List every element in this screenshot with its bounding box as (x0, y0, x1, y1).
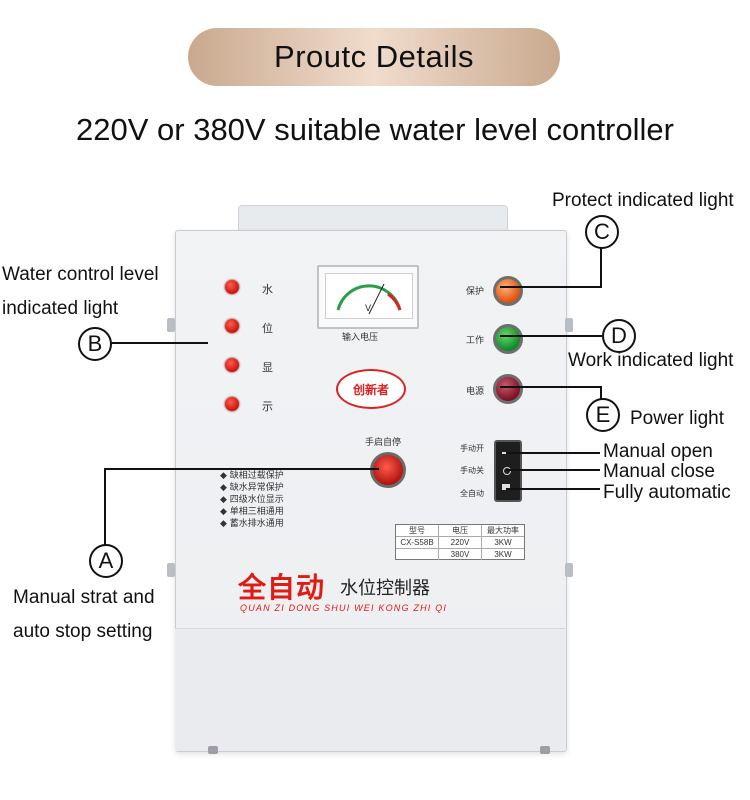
callout-circle-a: A (89, 544, 123, 578)
side-bolt (565, 318, 573, 332)
subtitle: 220V or 380V suitable water level contro… (76, 112, 674, 147)
work-lamp (493, 324, 523, 354)
level-led-4 (225, 397, 239, 411)
manual-start-label-2: auto stop setting (13, 621, 153, 642)
foot (208, 746, 218, 754)
callout-line-c-h (500, 286, 602, 288)
feature-list: ◆ 缺相过载保护 ◆ 缺水异常保护 ◆ 四级水位显示 ◆ 单相三相通用 ◆ 蓄水… (220, 470, 284, 530)
callout-line-d (500, 335, 602, 337)
header-pill: Proutc Details (188, 28, 560, 86)
callout-circle-e: E (586, 398, 620, 432)
voltmeter: V (317, 265, 419, 329)
voltmeter-caption: 输入电压 (342, 333, 379, 343)
feature-item: ◆ 四级水位显示 (220, 495, 284, 505)
switch-label-open: 手动开 (460, 444, 484, 453)
controller-lower-panel (175, 628, 565, 751)
callout-line-switch-close (506, 469, 600, 471)
callout-line-e-v (600, 386, 602, 402)
header-title: Proutc Details (274, 39, 474, 74)
work-light-label: Work indicated light (568, 350, 734, 371)
level-char: 示 (262, 400, 273, 413)
manual-start-label-1: Manual strat and (13, 587, 155, 608)
protect-lamp-label: 保护 (466, 287, 485, 297)
voltmeter-unit: V (365, 304, 372, 314)
manual-start-button[interactable] (370, 452, 406, 488)
spec-header-row: 型号电压最大功率 (396, 525, 524, 537)
side-bolt (167, 563, 175, 577)
side-bolt (167, 318, 175, 332)
power-light-label: Power light (630, 408, 724, 429)
level-led-2 (225, 319, 239, 333)
side-bolt (565, 563, 573, 577)
fully-automatic-label: Fully automatic (603, 482, 731, 503)
voltmeter-face: V (325, 273, 413, 319)
feature-item: ◆ 蓄水排水通用 (220, 519, 284, 529)
feature-item: ◆ 单相三相通用 (220, 507, 284, 517)
manual-close-label: Manual close (603, 461, 715, 482)
level-led-3 (225, 358, 239, 372)
brand-logo: 创新者 (336, 369, 406, 409)
level-char: 位 (262, 322, 273, 335)
manual-open-label: Manual open (603, 441, 713, 462)
voltmeter-dial-icon (336, 283, 402, 315)
feature-item: ◆ 缺水异常保护 (220, 483, 284, 493)
callout-circle-c: C (585, 215, 619, 249)
protect-lamp (493, 276, 523, 306)
protect-light-label: Protect indicated light (552, 190, 734, 211)
manual-button-caption: 手启自停 (365, 438, 402, 448)
level-led-1 (225, 280, 239, 294)
callout-line-e-h (500, 386, 602, 388)
mode-rocker-switch[interactable] (494, 440, 522, 502)
callout-circle-b: B (78, 327, 112, 361)
callout-line-b (108, 342, 208, 344)
power-lamp (493, 374, 523, 404)
callout-line-a-v (104, 468, 106, 546)
callout-circle-d: D (602, 319, 636, 353)
product-pinyin: QUAN ZI DONG SHUI WEI KONG ZHI QI (240, 603, 448, 613)
level-char: 显 (262, 361, 273, 374)
callout-line-switch-auto (506, 488, 600, 490)
water-level-label-2: indicated light (2, 298, 119, 319)
callout-line-c-v (600, 245, 602, 287)
level-char: 水 (262, 283, 273, 296)
power-lamp-label: 电源 (466, 387, 485, 397)
product-name-red: 全自动 (238, 571, 326, 604)
foot (540, 746, 550, 754)
work-lamp-label: 工作 (466, 336, 485, 346)
switch-label-close: 手动关 (460, 466, 484, 475)
callout-line-switch-open (506, 452, 600, 454)
switch-label-auto: 全自动 (460, 489, 484, 498)
callout-line-a-h (104, 468, 379, 470)
product-name-black: 水位控制器 (340, 578, 430, 599)
feature-item: ◆ 缺相过载保护 (220, 471, 284, 481)
water-level-label-1: Water control level (2, 264, 159, 285)
